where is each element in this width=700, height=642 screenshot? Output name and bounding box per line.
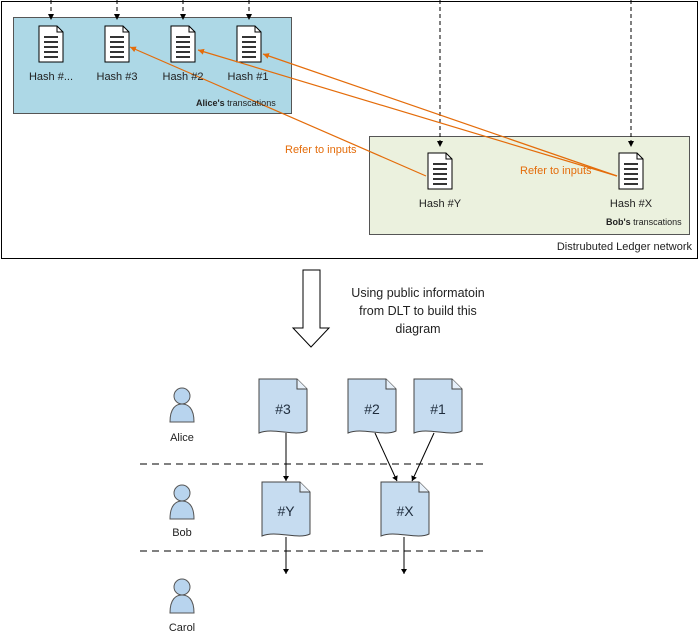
graph-doc-shapes bbox=[258, 378, 463, 537]
hash-label-ellipsis: Hash #... bbox=[28, 71, 74, 83]
alice-box-label-owner: Alice's bbox=[196, 98, 225, 108]
transform-down-arrow bbox=[291, 269, 331, 348]
person-label-alice: Alice bbox=[170, 432, 194, 444]
alice-box-label-rest: transcations bbox=[224, 98, 276, 108]
doc-node-1 bbox=[413, 378, 463, 434]
refer-to-inputs-arrows bbox=[129, 46, 618, 177]
doc-node-x bbox=[380, 481, 430, 537]
bob-box-label: Bob's transcations bbox=[606, 217, 682, 227]
doc-label-x: #X bbox=[396, 503, 414, 519]
document-icon bbox=[38, 25, 64, 63]
doc-label-3: #3 bbox=[275, 401, 291, 417]
arrow-x-to-hash-1 bbox=[262, 53, 618, 177]
person-label-carol: Carol bbox=[168, 622, 196, 634]
hash-label-3: Hash #3 bbox=[96, 71, 138, 83]
ledger-doc-icons bbox=[38, 25, 644, 190]
doc-label-2: #2 bbox=[364, 401, 380, 417]
doc-node-2 bbox=[347, 378, 397, 434]
doc-node-3 bbox=[258, 378, 308, 434]
arrow-y-to-hash-3 bbox=[129, 46, 427, 177]
bob-box-label-owner: Bob's bbox=[606, 217, 631, 227]
ledger-network-box bbox=[1, 1, 698, 259]
doc-label-1: #1 bbox=[430, 401, 446, 417]
person-icon bbox=[169, 387, 195, 423]
document-icon bbox=[104, 25, 130, 63]
bob-box-label-rest: transcations bbox=[630, 217, 682, 227]
caption-line: diagram bbox=[395, 322, 441, 336]
hash-label-2: Hash #2 bbox=[162, 71, 204, 83]
alice-box-label: Alice's transcations bbox=[196, 98, 276, 108]
document-icon bbox=[170, 25, 196, 63]
caption-line: Using public informatoin bbox=[351, 286, 485, 300]
document-icon bbox=[618, 152, 644, 190]
doc-label-y: #Y bbox=[277, 503, 295, 519]
person-icon bbox=[169, 578, 195, 614]
caption-line: from DLT to build this bbox=[359, 304, 477, 318]
document-icon bbox=[427, 152, 453, 190]
transform-caption: Using public informatoin from DLT to bui… bbox=[338, 284, 498, 338]
network-label: Distrubuted Ledger network bbox=[556, 241, 692, 253]
hash-label-x: Hash #X bbox=[609, 198, 653, 210]
swimlane-separators bbox=[140, 463, 488, 552]
edge-1-to-x bbox=[411, 432, 435, 482]
graph-edges bbox=[283, 432, 435, 574]
document-icon bbox=[236, 25, 262, 63]
hash-label-y: Hash #Y bbox=[418, 198, 462, 210]
person-icon bbox=[169, 484, 195, 520]
doc-node-y bbox=[261, 481, 311, 537]
person-label-bob: Bob bbox=[172, 527, 192, 539]
refer-to-inputs-label: Refer to inputs bbox=[520, 165, 592, 177]
edge-2-to-x bbox=[374, 432, 398, 482]
arrow-x-to-hash-2 bbox=[197, 48, 618, 177]
hash-label-1: Hash #1 bbox=[227, 71, 269, 83]
refer-to-inputs-label: Refer to inputs bbox=[285, 144, 357, 156]
person-icons bbox=[169, 387, 195, 614]
